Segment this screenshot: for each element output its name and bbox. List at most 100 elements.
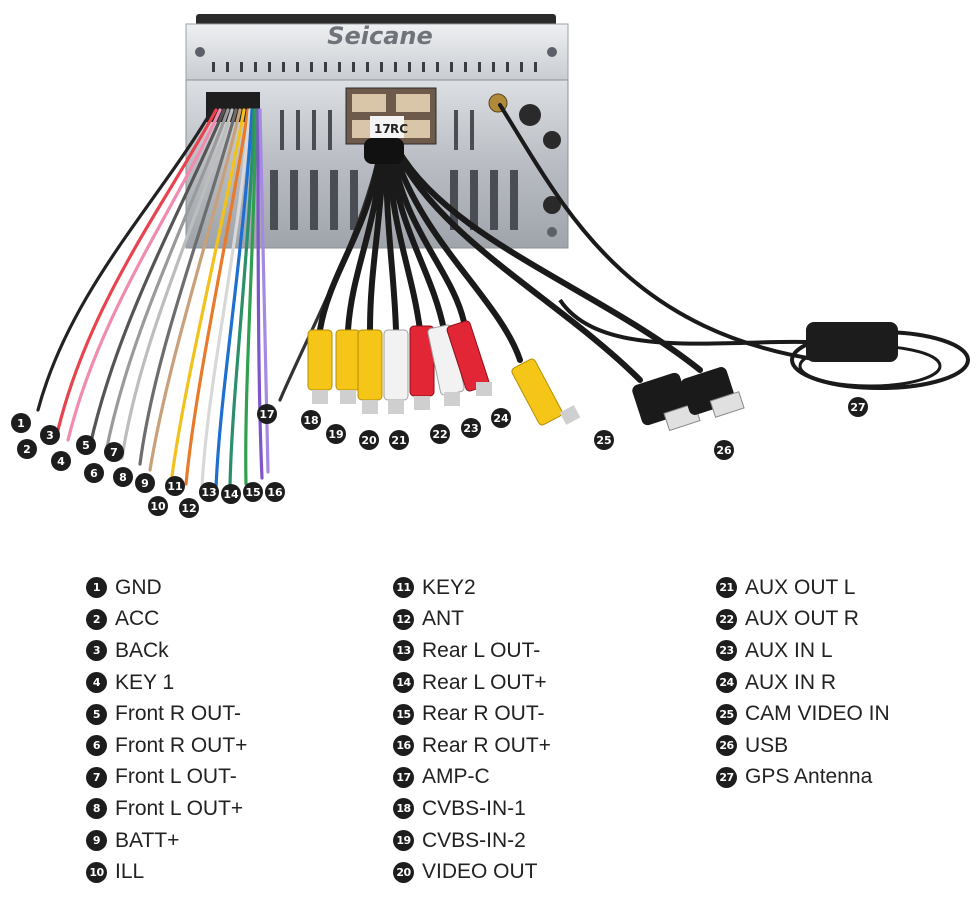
legend-label: USB <box>745 733 789 757</box>
svg-text:19: 19 <box>328 428 343 441</box>
legend-num: 24 <box>716 672 737 694</box>
rca-plug-20 <box>357 329 383 414</box>
svg-text:7: 7 <box>110 446 118 459</box>
svg-text:6: 6 <box>90 467 98 480</box>
badge-26: 26 <box>714 440 734 460</box>
legend-num: 27 <box>716 766 737 788</box>
svg-text:8: 8 <box>119 471 127 484</box>
legend-label: BACk <box>115 638 169 662</box>
connector-label-rc: RC <box>390 122 408 136</box>
badge-7: 7 <box>104 442 124 462</box>
legend-num: 13 <box>393 640 414 662</box>
legend-label: KEY2 <box>422 575 476 599</box>
brand-logo: Seicane <box>327 22 433 50</box>
cable-collar <box>364 138 404 164</box>
legend-item-8: 8 Front L OUT+ <box>86 793 247 825</box>
legend-num: 1 <box>86 577 107 599</box>
svg-text:12: 12 <box>181 502 196 515</box>
legend-num: 12 <box>393 608 414 630</box>
badge-4: 4 <box>51 451 71 471</box>
svg-text:17: 17 <box>259 408 274 421</box>
badge-12: 12 <box>179 498 199 518</box>
legend-num: 16 <box>393 735 414 757</box>
legend-label: Front L OUT+ <box>115 796 244 820</box>
legend-label: Rear L OUT+ <box>422 670 547 694</box>
svg-text:11: 11 <box>167 480 182 493</box>
badge-2: 2 <box>17 439 37 459</box>
legend-num: 25 <box>716 703 737 725</box>
legend-num: 23 <box>716 640 737 662</box>
badge-15: 15 <box>243 482 263 502</box>
legend-label: AUX IN L <box>745 638 833 662</box>
legend-item-14: 14 Rear L OUT+ <box>393 667 551 699</box>
rca-plug-25 <box>511 358 581 426</box>
head-unit: Seicane 17 RC <box>185 14 569 249</box>
badge-24: 24 <box>491 408 511 428</box>
legend-num: 4 <box>86 672 107 694</box>
legend-num: 17 <box>393 766 414 788</box>
rca-plug-18 <box>307 329 333 404</box>
legend-label: GND <box>115 575 162 599</box>
legend-num: 18 <box>393 798 414 820</box>
svg-text:18: 18 <box>303 414 318 427</box>
legend-item-1: 1 GND <box>86 572 247 604</box>
badge-17: 17 <box>257 404 277 424</box>
vent-slots-bottom <box>270 110 518 230</box>
legend-label: AUX OUT R <box>745 607 859 631</box>
legend-label: Rear R OUT+ <box>422 733 551 757</box>
legend-num: 7 <box>86 766 107 788</box>
legend-label: CAM VIDEO IN <box>745 702 890 726</box>
svg-text:4: 4 <box>57 455 65 468</box>
badge-9: 9 <box>135 473 155 493</box>
connector-label-17: 17 <box>374 122 391 136</box>
legend-num: 15 <box>393 703 414 725</box>
legend-num: 8 <box>86 798 107 820</box>
legend-item-16: 16 Rear R OUT+ <box>393 730 551 762</box>
legend-item-25: 25 CAM VIDEO IN <box>716 698 890 730</box>
badge-21: 21 <box>389 430 409 450</box>
badge-6: 6 <box>84 463 104 483</box>
svg-text:14: 14 <box>223 488 239 501</box>
rca-cables <box>317 103 822 383</box>
badge-13: 13 <box>199 482 219 502</box>
rca-plug-19 <box>335 329 361 404</box>
legend-num: 26 <box>716 735 737 757</box>
svg-text:3: 3 <box>46 429 54 442</box>
svg-text:5: 5 <box>82 439 90 452</box>
svg-text:10: 10 <box>150 500 166 513</box>
svg-text:1: 1 <box>17 417 25 430</box>
legend-label: Front R OUT+ <box>115 733 248 757</box>
svg-text:22: 22 <box>432 428 447 441</box>
rca-plug-22 <box>409 325 435 410</box>
legend-num: 14 <box>393 672 414 694</box>
diagram-badges: 1 2 3 4 5 6 7 8 9 10 11 12 13 14 15 16 1… <box>11 397 868 518</box>
legend-num: 21 <box>716 577 737 599</box>
badge-11: 11 <box>165 476 185 496</box>
usb-plugs <box>632 367 745 432</box>
badge-1: 1 <box>11 413 31 433</box>
legend-num: 2 <box>86 608 107 630</box>
legend-label: BATT+ <box>115 828 180 852</box>
svg-text:15: 15 <box>245 486 260 499</box>
badge-22: 22 <box>430 424 450 444</box>
badge-14: 14 <box>221 484 241 504</box>
legend-label: CVBS-IN-2 <box>422 828 526 852</box>
vent-slots-top <box>212 62 537 72</box>
badge-10: 10 <box>148 496 168 516</box>
rca-plug-21 <box>383 329 409 414</box>
